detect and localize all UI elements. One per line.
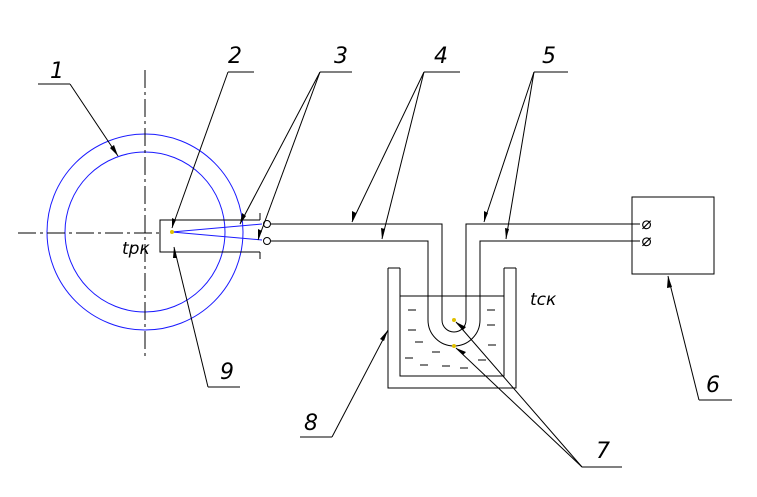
- leader-6: 6: [667, 275, 732, 401]
- leader-2: 2: [171, 44, 254, 229]
- thermoelectrodes: [171, 223, 263, 241]
- leader-5: 5: [483, 44, 568, 240]
- arrow-heads: [110, 145, 672, 355]
- leader-4: 4: [351, 44, 460, 240]
- measuring-instrument: ⌀ ⌀: [631, 196, 715, 275]
- label-1: 1: [50, 59, 64, 84]
- thermocouple-sheath: [159, 213, 261, 259]
- hot-junction: [170, 230, 174, 234]
- label-6: 6: [706, 373, 720, 398]
- leader-9: 9: [173, 246, 240, 388]
- label-9: 9: [220, 360, 234, 385]
- label-7: 7: [596, 439, 610, 464]
- leader-3: 3: [239, 44, 352, 241]
- leader-8: 8: [300, 329, 389, 438]
- hot-temperature-label: tрк: [122, 239, 150, 259]
- instrument-terminal-top: ⌀: [641, 214, 652, 234]
- label-2: 2: [228, 44, 242, 69]
- extension-wires: [271, 223, 640, 347]
- label-3: 3: [334, 44, 348, 69]
- liquid-fill: [405, 309, 496, 369]
- cold-temperature-label: tск: [530, 290, 557, 310]
- leader-7: 7: [455, 321, 622, 468]
- leader-1: 1: [38, 59, 119, 157]
- cold-junction-bottom: [452, 344, 456, 348]
- cold-junction-top: [452, 318, 456, 322]
- label-8: 8: [304, 411, 318, 436]
- head-terminal-bottom: [263, 237, 271, 245]
- instrument-terminal-bottom: ⌀: [641, 231, 652, 251]
- label-5: 5: [542, 44, 556, 69]
- label-4: 4: [434, 44, 448, 69]
- center-lines: [18, 70, 162, 356]
- cold-junction-vessel: [387, 267, 517, 389]
